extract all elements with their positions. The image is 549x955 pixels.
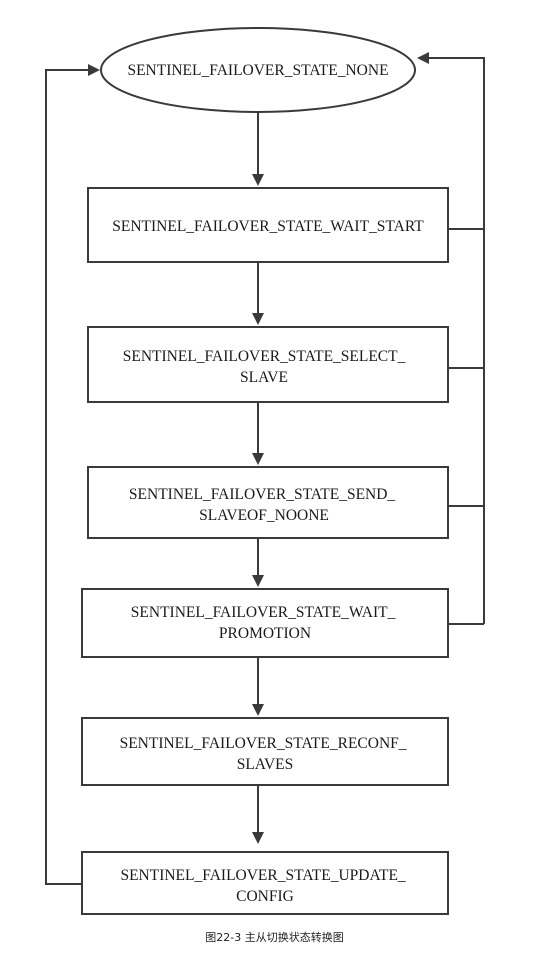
state-box-update-config — [81, 851, 449, 915]
state-label-select-slave: SENTINEL_FAILOVER_STATE_SELECT_ SLAVE — [123, 348, 410, 386]
figure-caption: 图22-3 主从切换状态转换图 — [205, 931, 344, 944]
state-box-reconf-slaves — [81, 717, 449, 786]
state-label-none: SENTINEL_FAILOVER_STATE_NONE — [127, 62, 388, 79]
state-label-reconf-slaves: SENTINEL_FAILOVER_STATE_RECONF_ SLAVES — [120, 735, 411, 773]
state-node-update-config: SENTINEL_FAILOVER_STATE_UPDATE_ CONFIG — [81, 851, 449, 915]
state-label-wait-promotion: SENTINEL_FAILOVER_STATE_WAIT_ PROMOTION — [131, 604, 399, 642]
state-label-update-config: SENTINEL_FAILOVER_STATE_UPDATE_ CONFIG — [120, 867, 409, 905]
state-box-wait-start — [87, 187, 449, 263]
state-node-select-slave: SENTINEL_FAILOVER_STATE_SELECT_ SLAVE — [87, 326, 449, 403]
state-node-wait-start: SENTINEL_FAILOVER_STATE_WAIT_START — [87, 187, 449, 263]
state-node-reconf-slaves: SENTINEL_FAILOVER_STATE_RECONF_ SLAVES — [81, 717, 449, 786]
edge-abort-return-to-none — [417, 52, 485, 624]
state-box-select-slave — [87, 326, 449, 403]
state-box-send-slaveof-noone — [87, 466, 449, 539]
state-ellipse-none — [100, 27, 416, 113]
edges — [45, 52, 485, 885]
state-node-none: SENTINEL_FAILOVER_STATE_NONE — [100, 27, 416, 113]
state-label-wait-start: SENTINEL_FAILOVER_STATE_WAIT_START — [112, 218, 424, 235]
edge-complete-return-to-none — [45, 64, 100, 885]
state-label-send-slaveof-noone: SENTINEL_FAILOVER_STATE_SEND_ SLAVEOF_NO… — [129, 486, 399, 524]
nodes: SENTINEL_FAILOVER_STATE_NONE SENTINEL_FA… — [81, 27, 449, 915]
state-node-send-slaveof-noone: SENTINEL_FAILOVER_STATE_SEND_ SLAVEOF_NO… — [87, 466, 449, 539]
state-node-wait-promotion: SENTINEL_FAILOVER_STATE_WAIT_ PROMOTION — [81, 588, 449, 658]
state-box-wait-promotion — [81, 588, 449, 658]
